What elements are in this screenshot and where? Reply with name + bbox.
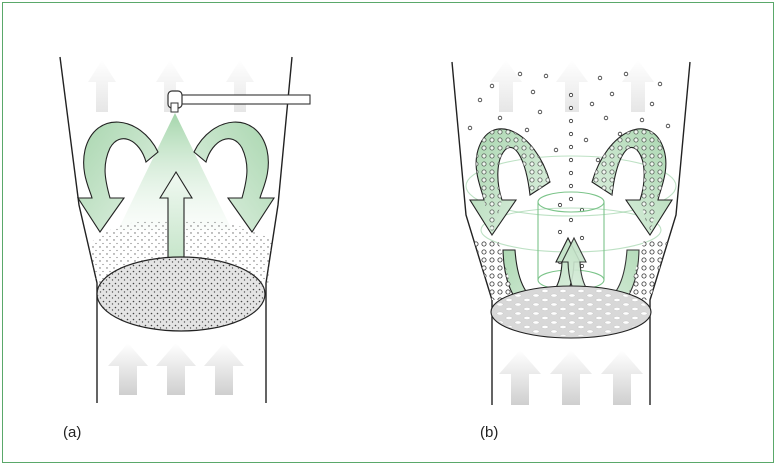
up-arrow-icon (550, 350, 592, 405)
up-arrow-icon (622, 60, 654, 112)
central-particle-stream (558, 93, 583, 267)
panel-a (60, 57, 310, 403)
panel-b (452, 60, 690, 405)
vessel-wall-right (650, 62, 690, 405)
up-arrow-icon (490, 60, 522, 112)
panel-a-label: (a) (63, 424, 81, 441)
vessel-wall-left (60, 57, 97, 403)
up-arrow-icon (204, 343, 244, 395)
exhaust-arrows (490, 60, 654, 112)
vessel-wall-left (452, 62, 492, 405)
up-arrow-icon (156, 343, 196, 395)
inlet-air-arrows (108, 343, 244, 395)
vessel-wall-right (266, 57, 292, 403)
up-arrow-icon (556, 60, 588, 112)
up-arrow-icon (601, 350, 643, 405)
panel-b-label: (b) (480, 424, 498, 441)
up-arrow-icon (499, 350, 541, 405)
inlet-air-arrows (499, 350, 643, 405)
particle-bed (97, 257, 265, 331)
up-arrow-icon (88, 60, 116, 112)
plate-holes (493, 288, 649, 336)
up-arrow-icon (108, 343, 148, 395)
